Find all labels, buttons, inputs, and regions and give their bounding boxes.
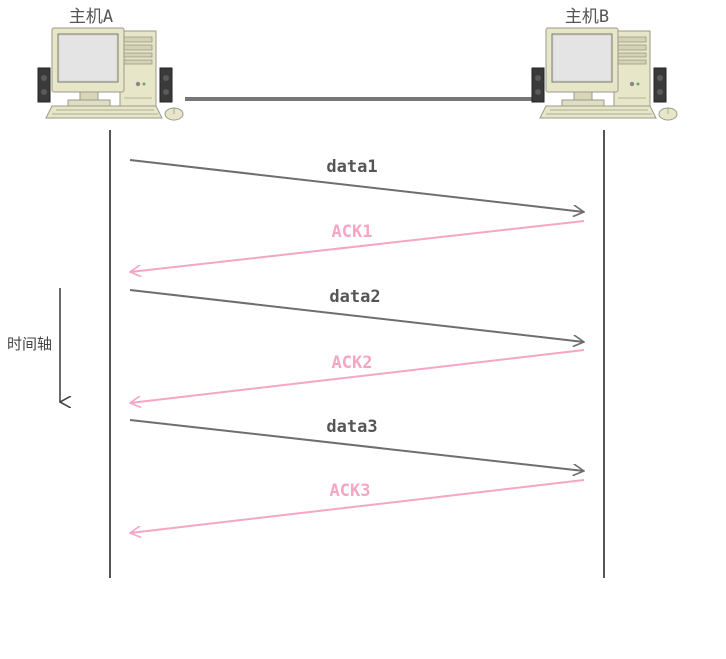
ack2-label: ACK2 [332, 353, 373, 373]
ack3-label: ACK3 [330, 481, 371, 501]
time-axis-label: 时间轴 [7, 335, 52, 353]
ack2-arrow [130, 349, 585, 403]
host-b-computer-icon [531, 27, 678, 121]
data1-arrow [129, 159, 584, 212]
host-a-label: 主机A [69, 7, 113, 27]
data2-label: data2 [329, 287, 380, 307]
ack3-arrow [130, 479, 585, 533]
data2-arrow [129, 289, 584, 342]
data3-label: data3 [326, 417, 377, 437]
host-a-computer-icon [37, 27, 184, 121]
data3-arrow [129, 419, 584, 471]
data1-label: data1 [326, 157, 377, 177]
ack1-label: ACK1 [332, 222, 373, 242]
ack1-arrow [130, 220, 585, 272]
host-b-label: 主机B [565, 7, 609, 27]
